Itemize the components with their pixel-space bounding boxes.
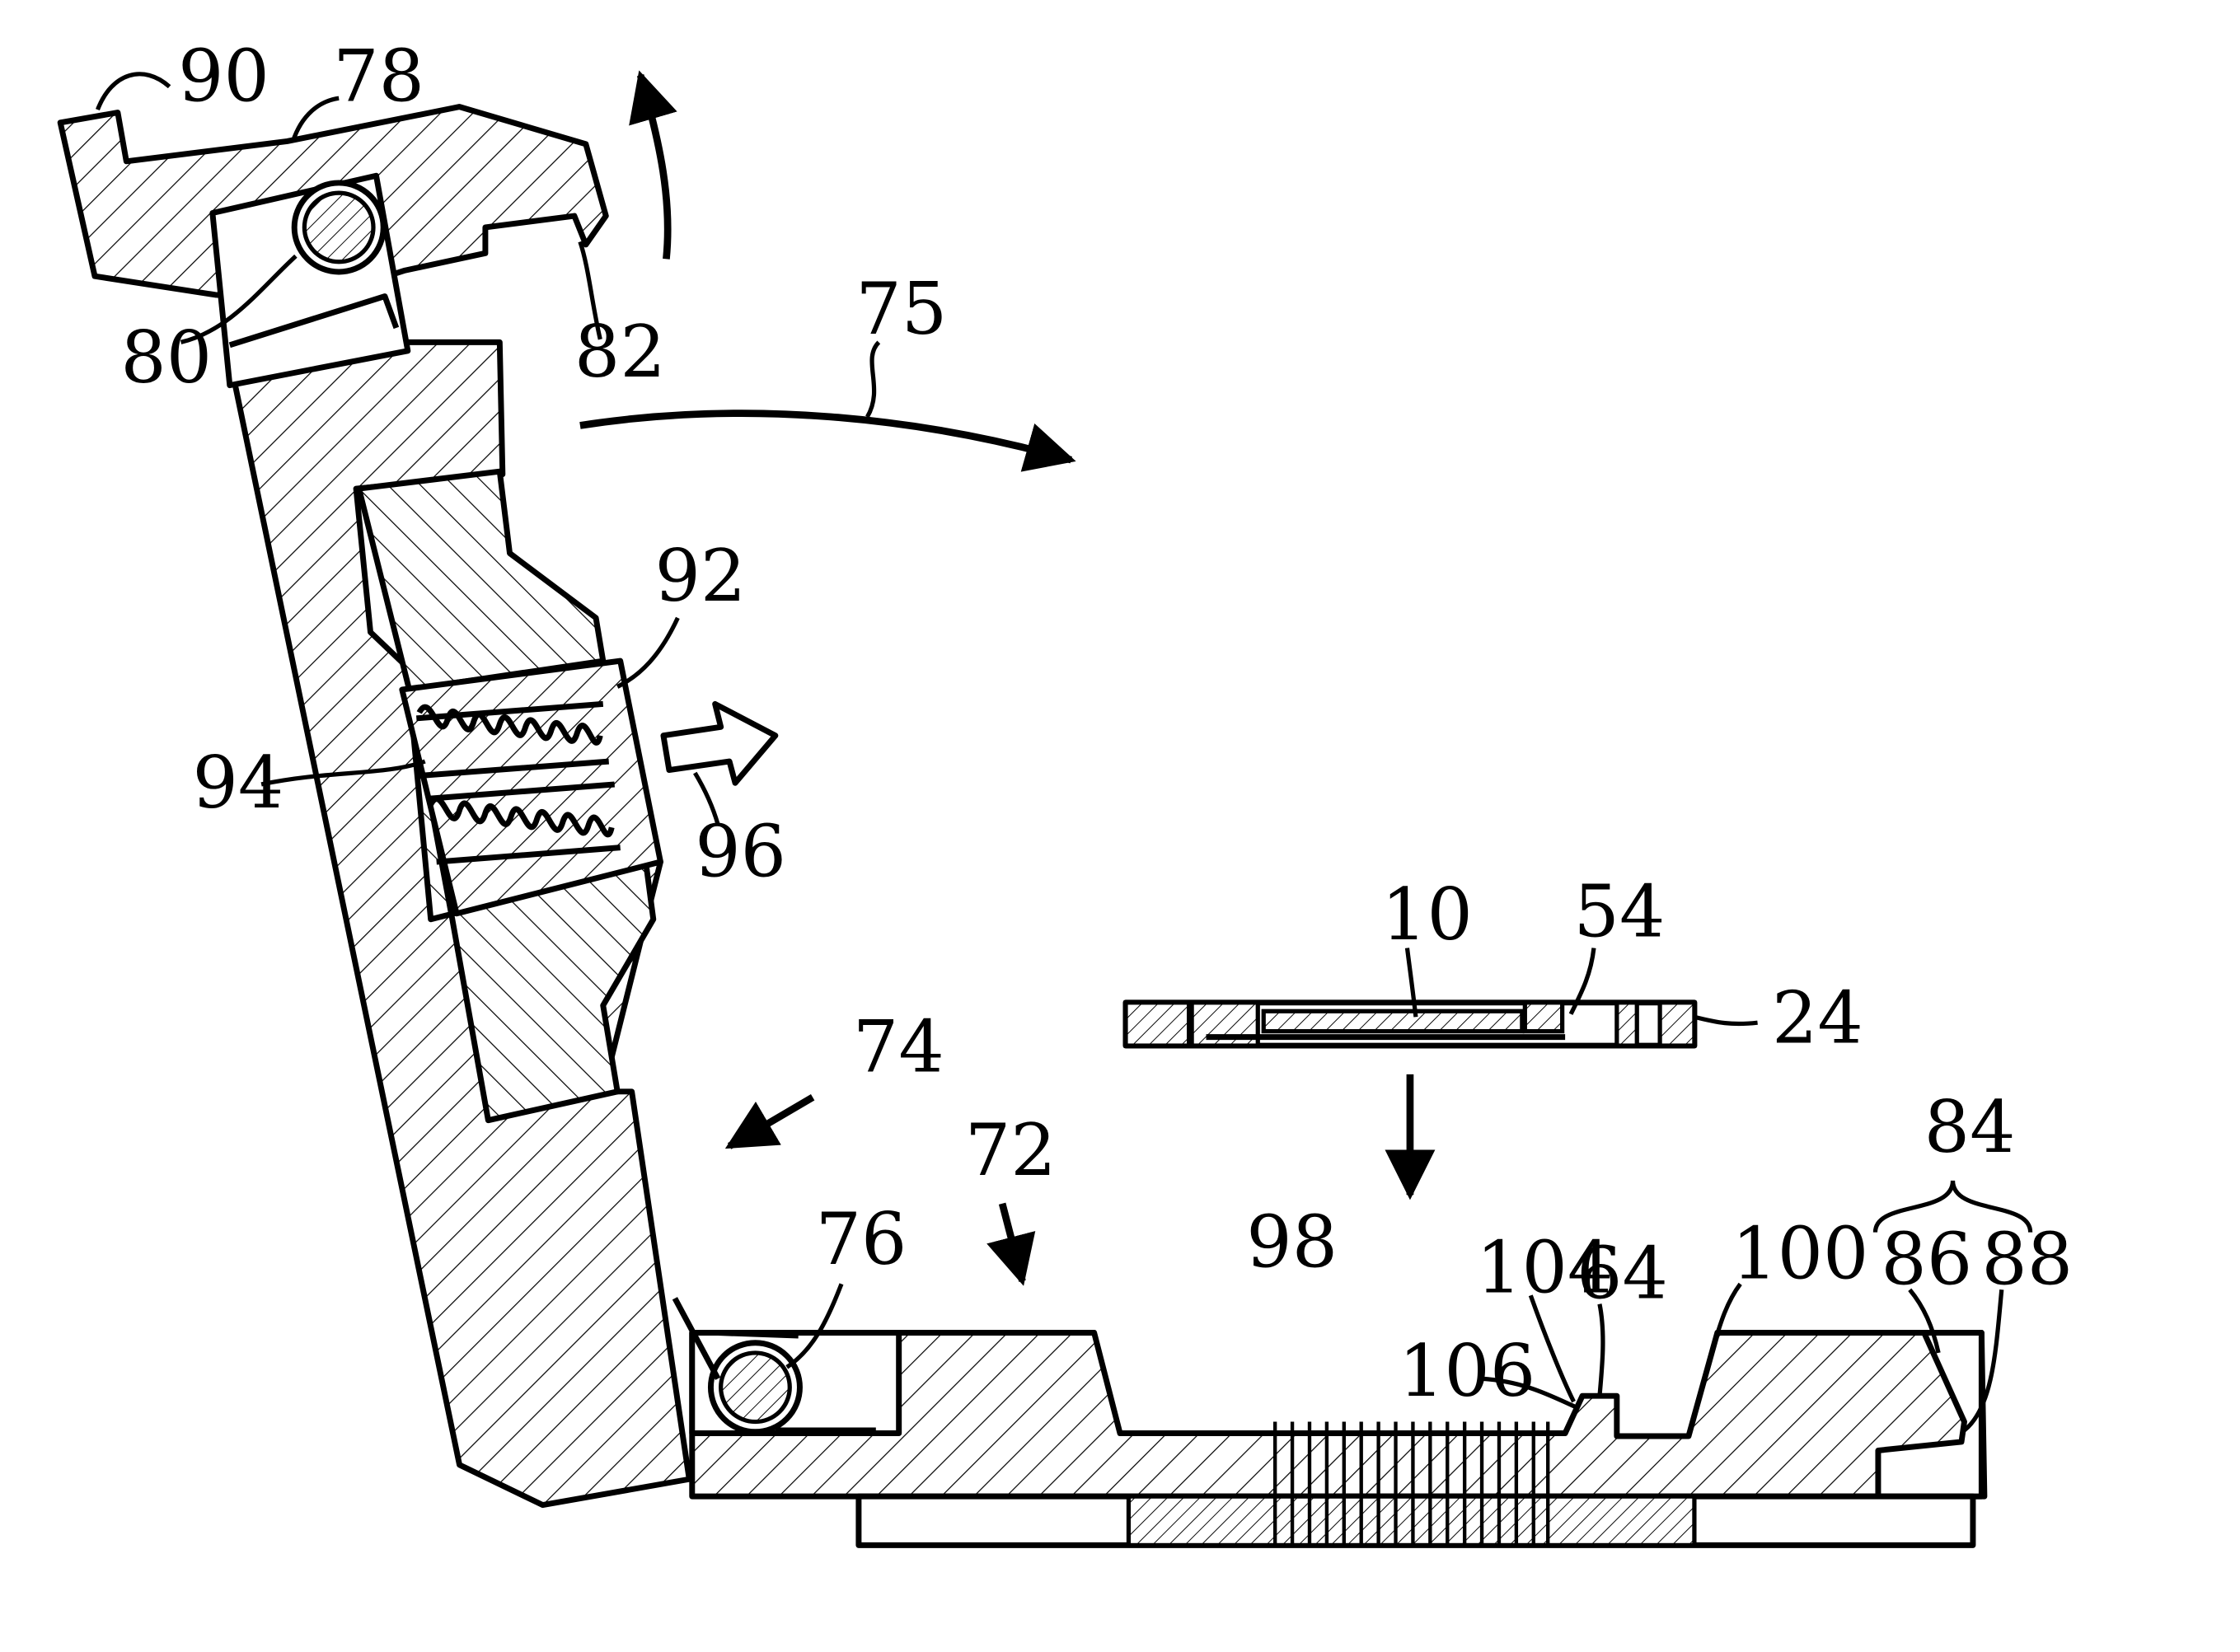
socket-base: [675, 1299, 1985, 1546]
label-72: 72: [965, 1108, 1057, 1192]
label-100: 100: [1732, 1211, 1868, 1295]
label-54: 54: [1574, 870, 1666, 954]
label-92: 92: [654, 534, 746, 618]
label-24: 24: [1772, 976, 1863, 1060]
label-98: 98: [1246, 1200, 1338, 1284]
label-74: 74: [853, 1004, 944, 1088]
rotation-arrow-up: [640, 75, 668, 259]
label-90: 90: [178, 35, 269, 119]
label-80: 80: [120, 316, 212, 400]
label-86: 86: [1881, 1217, 1972, 1301]
label-75: 75: [855, 267, 947, 351]
label-106: 106: [1399, 1329, 1535, 1413]
label-78: 78: [333, 35, 424, 119]
chip-carrier-24: [1126, 1003, 1694, 1046]
label-88: 88: [1981, 1217, 2073, 1301]
label-96: 96: [695, 809, 786, 893]
swing-arrow-75: [580, 414, 1071, 461]
label-84: 84: [1924, 1085, 2016, 1169]
chip-10: [1263, 1011, 1522, 1031]
label-94: 94: [192, 741, 284, 825]
label-76: 76: [816, 1197, 907, 1281]
arrow-74: [729, 1097, 813, 1146]
push-arrow-96: [663, 704, 776, 783]
label-64: 64: [1577, 1232, 1668, 1316]
label-10: 10: [1381, 873, 1473, 957]
label-82: 82: [574, 310, 666, 394]
arrow-72: [1002, 1204, 1022, 1281]
hinge-pin-76-core: [721, 1353, 790, 1422]
hinge-pin-80-core: [304, 193, 373, 262]
